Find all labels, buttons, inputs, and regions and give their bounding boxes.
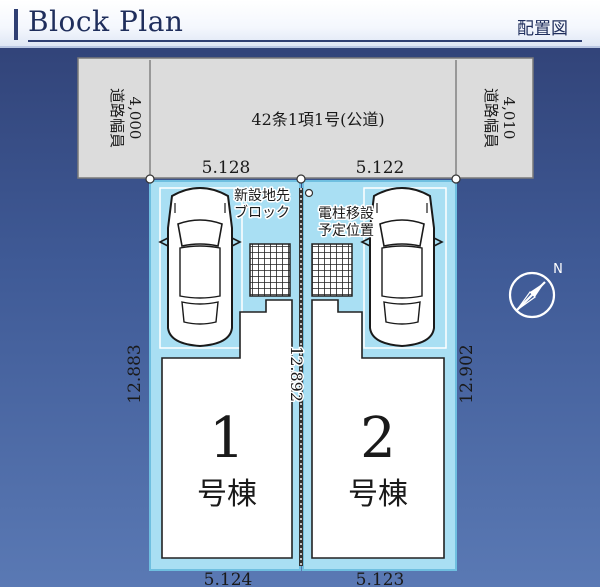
road-width-right-label: 道路幅員: [482, 88, 500, 148]
header: Block Plan 配置図: [0, 0, 600, 48]
building-2-outline: [311, 299, 445, 559]
road-width-right-value: 4,010: [500, 97, 518, 140]
dimension-left-side: 12.883: [125, 344, 145, 403]
dimension-middle: 12.892: [287, 346, 306, 402]
boundary-marker: [296, 174, 306, 184]
annotation-pole-line1: 電柱移設: [318, 206, 374, 222]
dimension-bottom-right: 5.123: [356, 570, 405, 587]
plan-title: Block Plan: [28, 5, 184, 38]
car-icon: [360, 187, 444, 348]
entrance-grid-1: [249, 243, 291, 297]
building-1-label: 号棟: [197, 477, 257, 512]
dimension-bottom-left: 5.124: [204, 570, 253, 587]
building-1-number: 1: [209, 406, 245, 471]
road-width-left-label: 道路幅員: [108, 88, 126, 148]
boundary-marker: [145, 174, 155, 184]
dimension-right-side: 12.902: [457, 344, 477, 403]
building-1-outline: [161, 299, 293, 559]
entrance-grid-2: [311, 243, 353, 297]
annotation-new-block-line2: ブロック: [234, 204, 290, 221]
dimension-top-right: 5.122: [356, 158, 405, 178]
header-accent-bar: [14, 9, 18, 40]
boundary-marker: [451, 174, 461, 184]
building-2-number: 2: [360, 406, 396, 471]
utility-pole-marker: [304, 188, 314, 198]
road-label: 42条1項1号(公道): [251, 110, 384, 129]
compass-north-label: N: [553, 262, 563, 277]
road-width-left-value: 4,000: [126, 97, 144, 140]
annotation-new-block-line1: 新設地先: [234, 188, 290, 204]
annotation-pole-line2: 予定位置: [318, 223, 374, 239]
building-2-label: 号棟: [348, 477, 408, 512]
header-underline: [28, 40, 582, 42]
plan-subtitle: 配置図: [517, 19, 568, 39]
car-icon: [158, 187, 242, 348]
dimension-top-left: 5.128: [202, 158, 251, 178]
compass-icon: [508, 271, 556, 319]
road: [77, 57, 534, 179]
